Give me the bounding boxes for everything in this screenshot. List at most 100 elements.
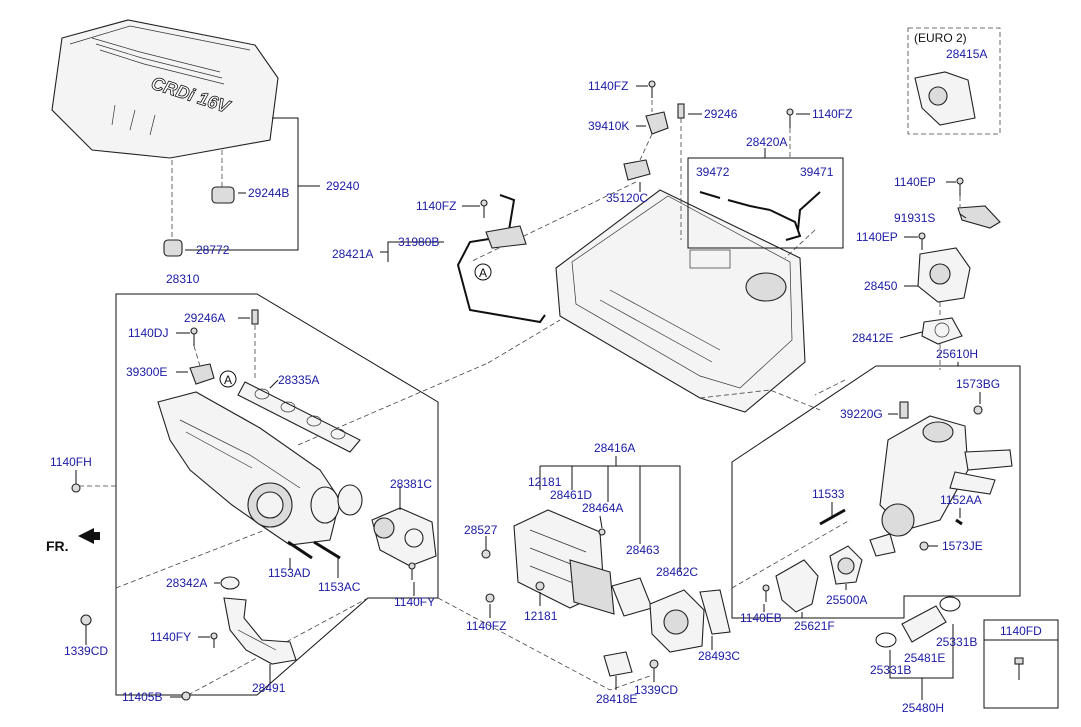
label-31980b: 31980B — [398, 235, 439, 249]
pin-1152aa — [955, 518, 963, 526]
label-28418e: 28418E — [596, 692, 637, 706]
gasket-28493c — [699, 589, 731, 635]
label-1339cd-a: 1339CD — [64, 644, 108, 658]
grommet-29244b — [211, 186, 235, 204]
label-1140ep-a: 1140EP — [894, 175, 936, 189]
label-1573je: 1573JE — [942, 539, 983, 553]
bolt-1140ep-b — [918, 232, 926, 250]
label-29246a: 29246A — [184, 311, 225, 325]
label-28527: 28527 — [464, 523, 498, 537]
bolt-1140fy-b — [210, 632, 218, 648]
egr-valve-28415a — [914, 71, 976, 126]
throttle-body-28381c — [371, 507, 437, 567]
label-28342a: 28342A — [166, 576, 207, 590]
plug-1573bg — [973, 405, 983, 415]
label-39220g: 39220G — [840, 407, 883, 421]
label-39410k: 39410K — [588, 119, 629, 133]
nut-12181-b — [535, 581, 545, 591]
label-1140eb: 1140EB — [740, 611, 782, 625]
gasket-28418e — [603, 651, 633, 677]
label-1140fz-b: 1140FZ — [812, 107, 852, 121]
bolt-1140dj — [190, 327, 198, 346]
label-1140fz-a: 1140FZ — [588, 79, 628, 93]
sensor-39220g — [899, 401, 909, 419]
bolt-1140eb — [762, 584, 770, 602]
label-1140fy-a: 1140FY — [394, 595, 435, 609]
bolt-1140fz-a — [648, 80, 656, 98]
clamp-25331b-a — [939, 596, 961, 612]
valve-28462c — [649, 589, 705, 653]
bolt-11405b — [181, 691, 191, 701]
label-25331b-b: 25331B — [870, 663, 911, 677]
label-29240: 29240 — [326, 179, 360, 193]
label-25621f: 25621F — [794, 619, 835, 633]
label-28493c: 28493C — [698, 649, 740, 663]
label-39300e: 39300E — [126, 365, 167, 379]
egr-cooler-28461d — [513, 509, 615, 615]
hose-39472-39471 — [699, 191, 821, 241]
bracket-91931s — [957, 205, 1001, 229]
label-28450: 28450 — [864, 279, 898, 293]
intake-manifold — [157, 391, 363, 546]
label-1140fz-d: 1140FZ — [466, 619, 506, 633]
label-euro2: (EURO 2) — [914, 31, 967, 45]
thermostat-housing-25610h — [869, 415, 1013, 557]
bolt-1140fz-b — [786, 108, 794, 128]
nut-1339cd-b — [649, 659, 659, 669]
label-35120c: 35120C — [606, 191, 648, 205]
label-28420a: 28420A — [746, 135, 787, 149]
clamp-25331b-b — [875, 632, 897, 648]
label-1573bg: 1573BG — [956, 377, 1000, 391]
label-28772: 28772 — [196, 243, 230, 257]
plug-29246 — [677, 103, 685, 119]
label-29244b: 29244B — [248, 186, 289, 200]
gasket-28335a — [237, 381, 361, 453]
label-28464a: 28464A — [582, 501, 623, 515]
stud-11533 — [819, 508, 846, 526]
label-1152aa: 1152AA — [940, 493, 982, 507]
egr-cooler-pipe-28421a — [456, 194, 546, 324]
label-29246: 29246 — [704, 107, 738, 121]
label-1153ac: 1153AC — [318, 580, 361, 594]
bracket-39410k — [645, 111, 669, 135]
engine-cover: CRDi 16V — [51, 19, 279, 159]
o-ring-28342a — [220, 576, 240, 590]
bolt-1140fd — [1014, 657, 1024, 680]
thermostat-25500a — [829, 545, 863, 585]
sensor-35120c — [623, 159, 651, 181]
front-arrow-icon — [78, 528, 100, 544]
nut-1339cd-a — [80, 614, 92, 626]
bolt-28464a — [598, 528, 606, 536]
label-12181-a: 12181 — [528, 475, 562, 489]
label-12181-b: 12181 — [524, 609, 558, 623]
label-39471: 39471 — [800, 165, 834, 179]
hose-25481e — [901, 605, 947, 643]
label-39472: 39472 — [696, 165, 730, 179]
label-1140fd: 1140FD — [1000, 624, 1042, 638]
label-25331b-a: 25331B — [936, 635, 977, 649]
label-91931s: 91931S — [894, 211, 935, 225]
reference-circle-a2 — [474, 263, 492, 281]
label-1140ep-b: 1140EP — [856, 230, 898, 244]
label-1153ad: 1153AD — [268, 566, 311, 580]
egr-pipe-28491 — [223, 597, 297, 665]
label-1140dj: 1140DJ — [128, 326, 168, 340]
label-28421a: 28421A — [332, 247, 373, 261]
cylinder-head — [555, 189, 806, 413]
cover-25621f — [775, 559, 819, 613]
label-28310: 28310 — [166, 272, 200, 286]
plug-1573je — [919, 541, 929, 551]
label-28462c: 28462C — [656, 565, 698, 579]
reference-circle-a1 — [219, 370, 237, 388]
label-28461d: 28461D — [550, 488, 592, 502]
label-1140fy-b: 1140FY — [150, 630, 191, 644]
label-28335a: 28335A — [278, 373, 319, 387]
bolt-1140fz-d — [485, 593, 495, 603]
label-a-ref-2: A — [479, 266, 487, 280]
label-28491: 28491 — [252, 681, 286, 695]
label-25500a: 25500A — [826, 593, 867, 607]
bolt-1140ep-a — [956, 177, 964, 196]
label-25610h: 25610H — [936, 347, 978, 361]
